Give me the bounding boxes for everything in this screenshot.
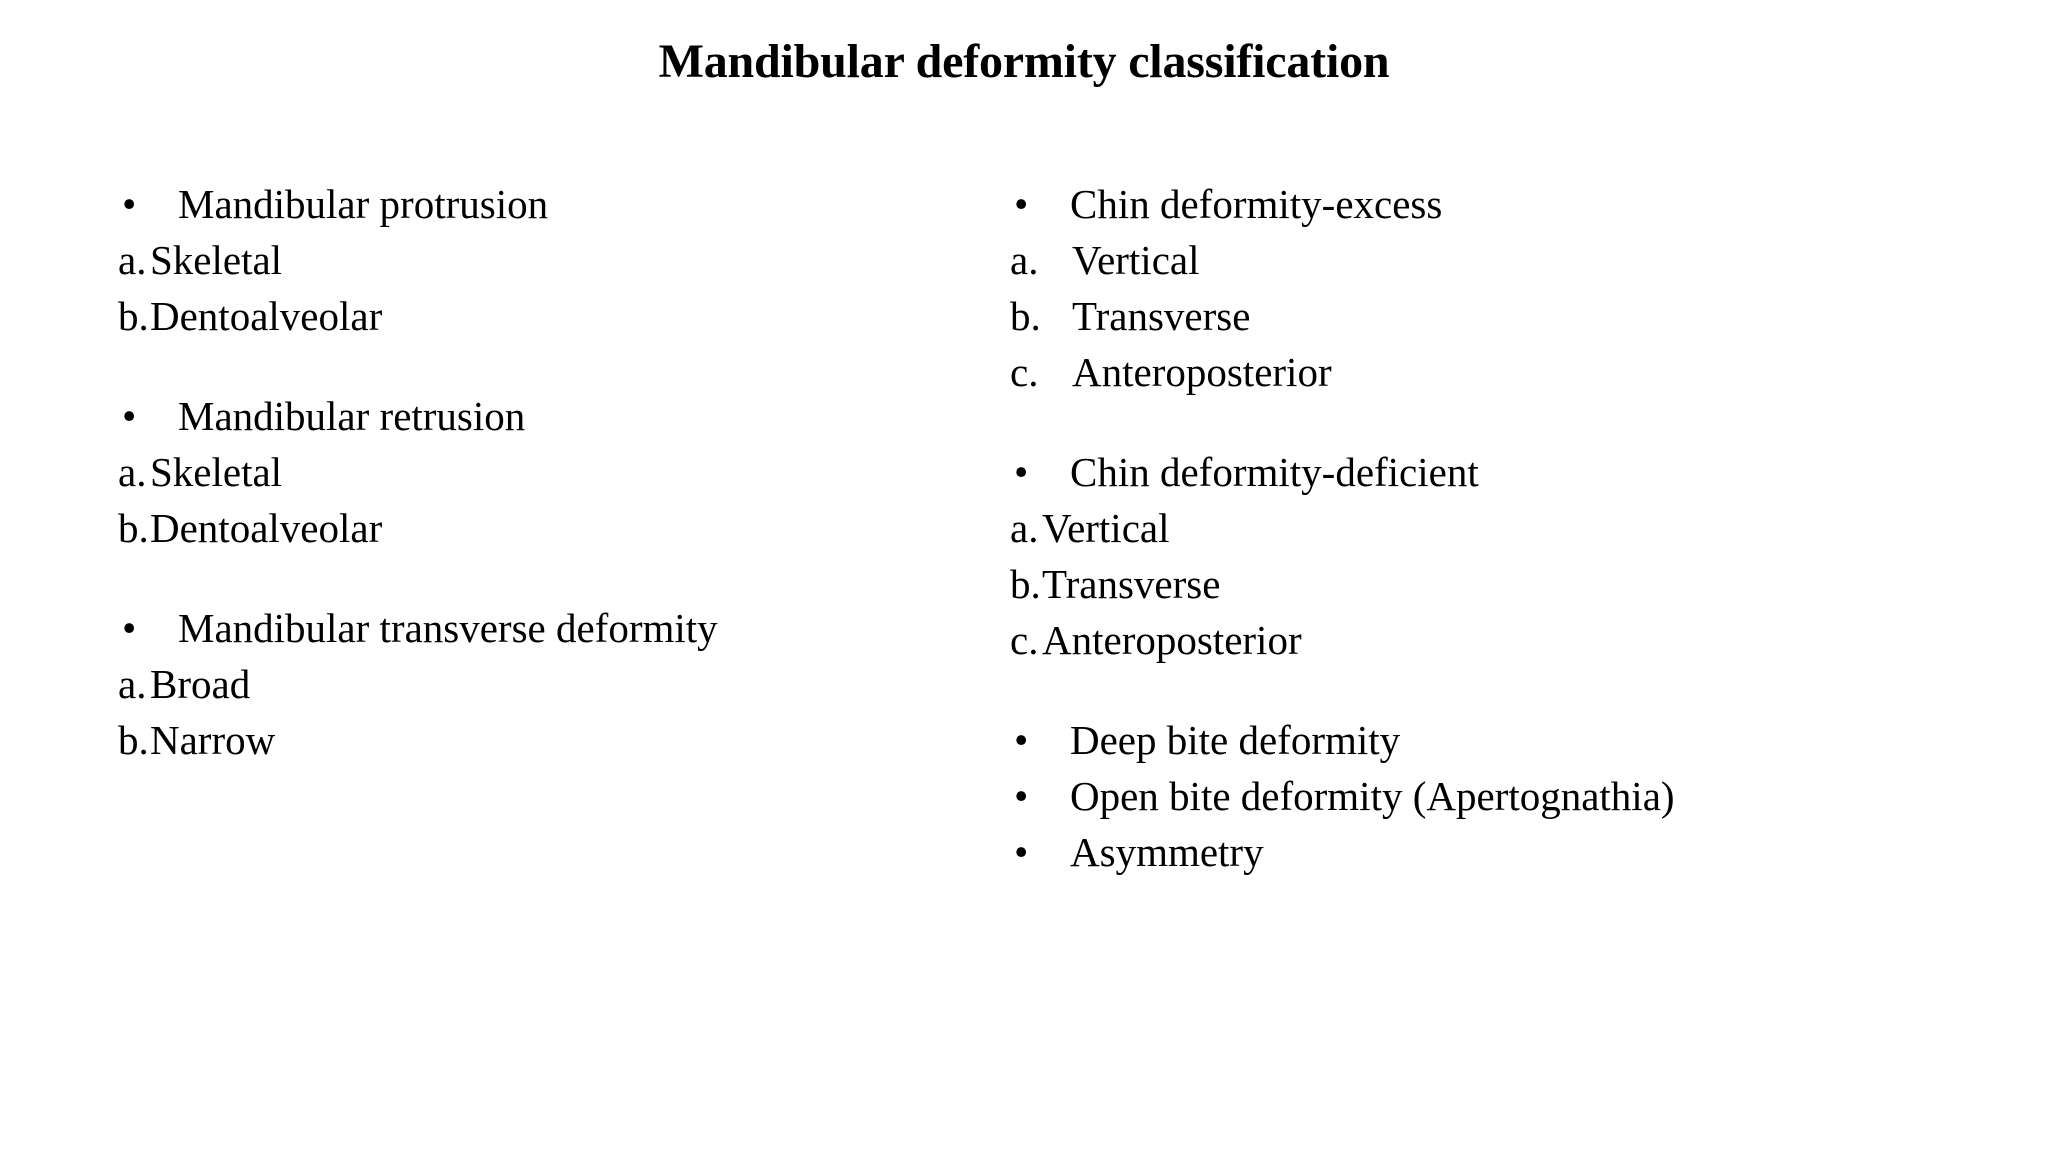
list-item-label: Dentoalveolar	[150, 505, 383, 551]
list-group-chin-deformity-excess: • Chin deformity-excess a. Vertical b. Tra…	[1010, 176, 1890, 400]
list-item-label: Anteroposterior	[1072, 349, 1332, 395]
left-column: • Mandibular protrusion a.Skeletal b.Den…	[118, 176, 918, 768]
list-item-label: Mandibular retrusion	[178, 393, 526, 439]
list-item-letter: a.	[118, 661, 147, 707]
right-column: • Chin deformity-excess a.Vertical b.Tra…	[1010, 176, 1890, 880]
list-item: a.Skeletal	[118, 444, 918, 500]
list-item-letter: a.	[1010, 237, 1039, 283]
list-item-letter: b.	[1010, 293, 1041, 339]
list-item-letter: b.	[118, 293, 149, 339]
bullet-icon: •	[1014, 829, 1029, 875]
list-item: b.Transverse	[1010, 556, 1890, 612]
list-item-heading: • Mandibular transverse deformity	[118, 600, 918, 656]
list-item: a. Vertical	[1010, 232, 1890, 288]
list-item-letter: b.	[118, 717, 149, 763]
list-item: b.Dentoalveolar	[118, 500, 918, 556]
list-item-heading: • Mandibular protrusion	[118, 176, 918, 232]
list-item-letter: a.	[118, 449, 147, 495]
list-item: b. Transverse	[1010, 288, 1890, 344]
list-item-label: Skeletal	[150, 237, 283, 283]
list-item-heading: • Mandibular retrusion	[118, 388, 918, 444]
list-item-label: Transverse	[1042, 561, 1221, 607]
bullet-icon: •	[1014, 449, 1029, 495]
list-item-label: Vertical	[1072, 237, 1200, 283]
list-group-mandibular-protrusion: • Mandibular protrusion a.Skeletal b.Den…	[118, 176, 918, 344]
list-item-letter: b.	[118, 505, 149, 551]
list-item-label: Skeletal	[150, 449, 283, 495]
list-item: • Asymmetry	[1010, 824, 1890, 880]
list-item: c. Anteroposterior	[1010, 344, 1890, 400]
list-item-label: Broad	[150, 661, 251, 707]
list-item-label: Mandibular protrusion	[178, 181, 549, 227]
list-item: b.Dentoalveolar	[118, 288, 918, 344]
list-item: c.Anteroposterior	[1010, 612, 1890, 668]
list-item-letter: b.	[1010, 561, 1041, 607]
list-item-heading: • Chin deformity-excess	[1010, 176, 1890, 232]
list-item-letter: c.	[1010, 349, 1039, 395]
list-group-chin-deformity-deficient: • Chin deformity-deficient a.Vertical b.…	[1010, 444, 1890, 668]
list-item-label: Transverse	[1072, 293, 1251, 339]
list-group-other-deformities: • Deep bite deformity • Open bite deform…	[1010, 712, 1890, 880]
list-group-mandibular-transverse-deformity: • Mandibular transverse deformity a.Broa…	[118, 600, 918, 768]
list-item: a.Broad	[118, 656, 918, 712]
list-item: • Open bite deformity (Apertognathia)	[1010, 768, 1890, 824]
page-title: Mandibular deformity classification	[658, 35, 1390, 88]
bullet-icon: •	[1014, 717, 1029, 763]
list-item-label: Dentoalveolar	[150, 293, 383, 339]
bullet-icon: •	[1014, 181, 1029, 227]
list-item-label: Chin deformity-deficient	[1070, 449, 1479, 495]
list-item-heading: • Chin deformity-deficient	[1010, 444, 1890, 500]
list-item: • Deep bite deformity	[1010, 712, 1890, 768]
bullet-icon: •	[122, 393, 137, 439]
bullet-icon: •	[122, 181, 137, 227]
list-group-mandibular-retrusion: • Mandibular retrusion a.Skeletal b.Dent…	[118, 388, 918, 556]
list-item-label: Open bite deformity (Apertognathia)	[1070, 773, 1675, 819]
bullet-icon: •	[122, 605, 137, 651]
list-item-label: Narrow	[150, 717, 276, 763]
list-item-letter: a.	[118, 237, 147, 283]
list-item-label: Chin deformity-excess	[1070, 181, 1443, 227]
list-item-letter: a.	[1010, 505, 1039, 551]
bullet-icon: •	[1014, 773, 1029, 819]
list-item-label: Vertical	[1042, 505, 1170, 551]
list-item-letter: c.	[1010, 617, 1039, 663]
list-item: a.Vertical	[1010, 500, 1890, 556]
list-item-label: Anteroposterior	[1042, 617, 1302, 663]
list-item: b.Narrow	[118, 712, 918, 768]
list-item: a.Skeletal	[118, 232, 918, 288]
list-item-label: Deep bite deformity	[1070, 717, 1401, 763]
list-item-label: Asymmetry	[1070, 829, 1264, 875]
list-item-label: Mandibular transverse deformity	[178, 605, 718, 651]
